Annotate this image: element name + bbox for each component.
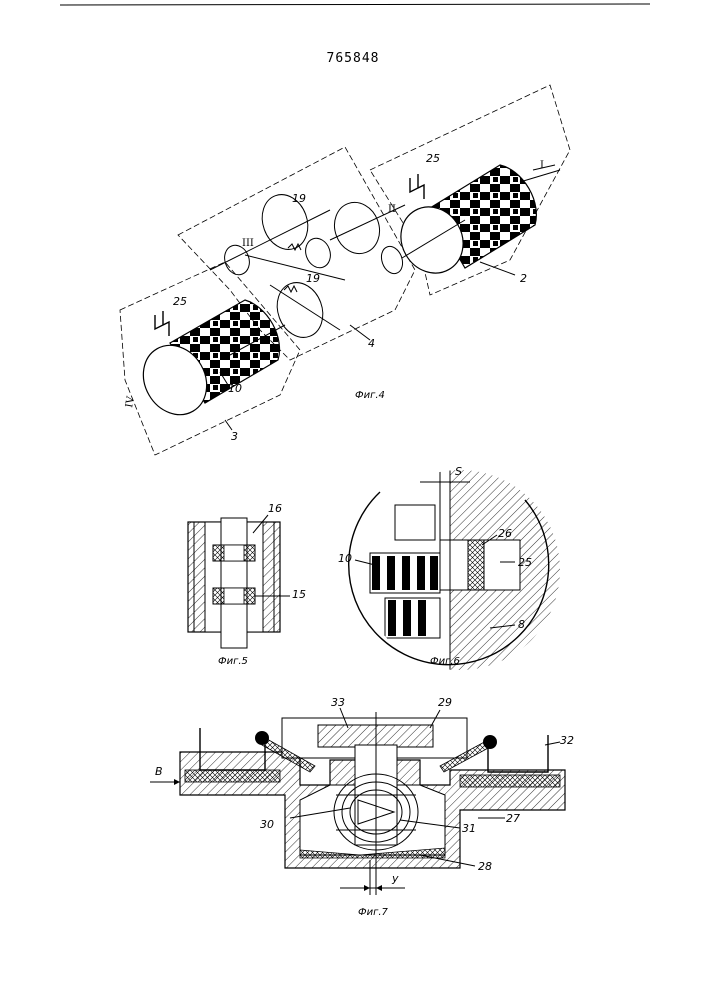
fig4-label-10: 10	[228, 382, 242, 395]
fig7-label-31: 31	[462, 822, 476, 835]
fig7-label-33: 33	[331, 696, 345, 709]
fig6-label-S: S	[455, 465, 462, 478]
fig5-label-16: 16	[268, 502, 282, 515]
fig7-ball-right	[483, 735, 497, 749]
fig6-label-26: 26	[498, 527, 512, 540]
fig7-label-29: 29	[438, 696, 452, 709]
fig7-label-32: 32	[560, 734, 574, 747]
fig7-label-28: 28	[478, 860, 492, 873]
fig4-label-25-right: 25	[426, 152, 440, 165]
fig7-label-B: B	[155, 765, 163, 778]
fig4-disc-upper-right	[327, 196, 386, 260]
fig7-layer-32	[460, 775, 560, 787]
figure-7: 33 29 32 B 30 31 27 28 y Фиг.7	[150, 696, 574, 918]
fig7-caption: Фиг.7	[358, 907, 389, 918]
figure-5: 16 15 Фиг.5	[188, 502, 306, 667]
fig7-vessel-right	[488, 735, 548, 772]
fig4-disc-small-right	[378, 243, 406, 276]
fig7-layer-left	[185, 770, 280, 782]
fig4-label-roman-III: III	[242, 238, 254, 249]
fig6-caption: Фиг.6	[430, 656, 460, 667]
fig7-label-27: 27	[506, 812, 520, 825]
fig4-spring-lower	[284, 286, 297, 292]
fig4-label-roman-II: II	[388, 204, 396, 215]
fig6-label-8: 8	[518, 618, 525, 631]
fig6-label-10: 10	[338, 552, 352, 565]
figure-4: 2 3 4 10 19 19 25 25 I II III IV Фиг.4	[120, 85, 570, 455]
fig4-coded-drum-right	[389, 165, 560, 284]
fig4-label-roman-IV: IV	[124, 395, 137, 409]
fig6-label-25: 25	[518, 556, 532, 569]
fig7-ball-left	[255, 731, 269, 745]
fig4-coded-drum-left	[131, 300, 285, 426]
figure-6: S 26 25 10 8 Фиг.6	[338, 460, 570, 680]
fig4-caption: Фиг.4	[355, 390, 385, 401]
fig4-label-25-left: 25	[173, 295, 187, 308]
fig4-disc-small-center	[302, 235, 335, 271]
fig5-label-15: 15	[292, 588, 306, 601]
patent-number: 765848	[327, 51, 380, 66]
fig4-clip-25-right	[410, 174, 424, 199]
fig4-label-19-lower: 19	[306, 272, 320, 285]
fig7-label-y: y	[391, 872, 399, 885]
fig4-label-3: 3	[231, 430, 238, 443]
fig5-shaft	[221, 518, 247, 648]
fig4-disc-lower	[270, 276, 330, 344]
fig7-label-30: 30	[260, 818, 274, 831]
fig5-caption: Фиг.5	[218, 656, 248, 667]
fig4-label-roman-I: I	[540, 160, 544, 171]
fig4-clip-25-left	[155, 311, 169, 336]
fig4-label-19-upper: 19	[292, 192, 306, 205]
fig4-label-4: 4	[368, 337, 375, 350]
sheet-top-edge	[60, 4, 650, 5]
fig4-label-2: 2	[520, 272, 527, 285]
